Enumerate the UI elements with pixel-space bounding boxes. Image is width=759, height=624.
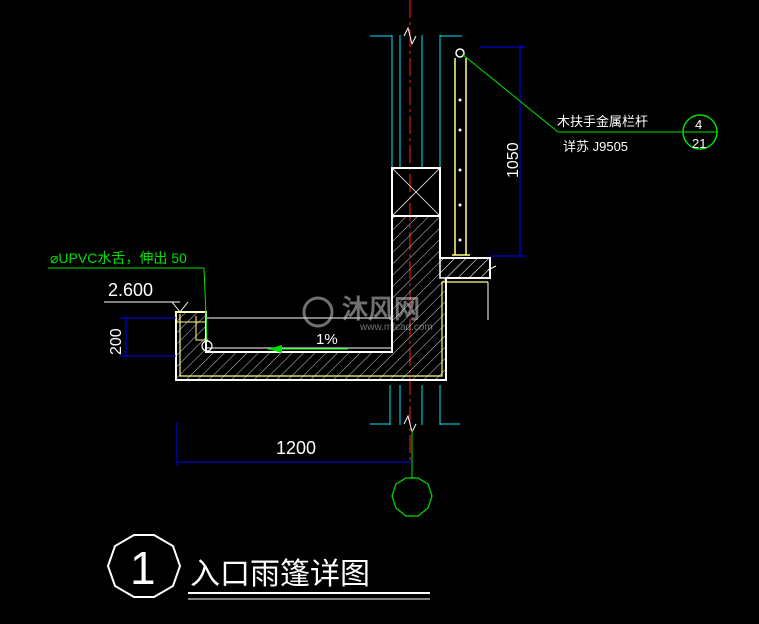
- dim-railing-label: 1050: [505, 142, 522, 178]
- index-ref-bottom: 21: [692, 136, 706, 151]
- break-line-top: [403, 26, 417, 46]
- drain-note: ⌀UPVC水舌，伸出 50: [50, 250, 187, 266]
- watermark-url: www.mfcad.com: [359, 322, 433, 333]
- elevation-label: 2.600: [108, 280, 153, 300]
- axis-bubble: [391, 477, 433, 517]
- detail-title: 入口雨篷详图: [190, 558, 370, 591]
- lower-wall: [370, 385, 460, 425]
- watermark: 沐风网 www.mfcad.com: [302, 294, 433, 333]
- handrail-note-1: 木扶手金属栏杆: [557, 114, 648, 129]
- drain-pipe-icon: [201, 340, 213, 352]
- watermark-text: 沐风网: [342, 294, 420, 324]
- break-line-bottom: [403, 414, 417, 434]
- handrail-note-2: 详苏 J9505: [563, 139, 628, 154]
- detail-number: 1: [130, 542, 156, 594]
- index-ref-top: 4: [695, 117, 702, 132]
- detail-number-badge: [106, 534, 182, 598]
- slope-label: 1%: [316, 331, 338, 348]
- railing: [452, 58, 470, 256]
- waterproof-layer: [179, 281, 488, 377]
- dim-canopy-height-label: 200: [108, 328, 125, 355]
- handrail-icon: [455, 48, 465, 58]
- dim-canopy-width-label: 1200: [276, 438, 316, 458]
- upper-wall: [370, 35, 462, 168]
- dim-canopy-height: [120, 317, 176, 357]
- canopy-slab: [175, 215, 491, 381]
- dim-railing: [480, 45, 526, 258]
- handrail-leader: [461, 53, 559, 133]
- dim-canopy-width: [176, 422, 412, 466]
